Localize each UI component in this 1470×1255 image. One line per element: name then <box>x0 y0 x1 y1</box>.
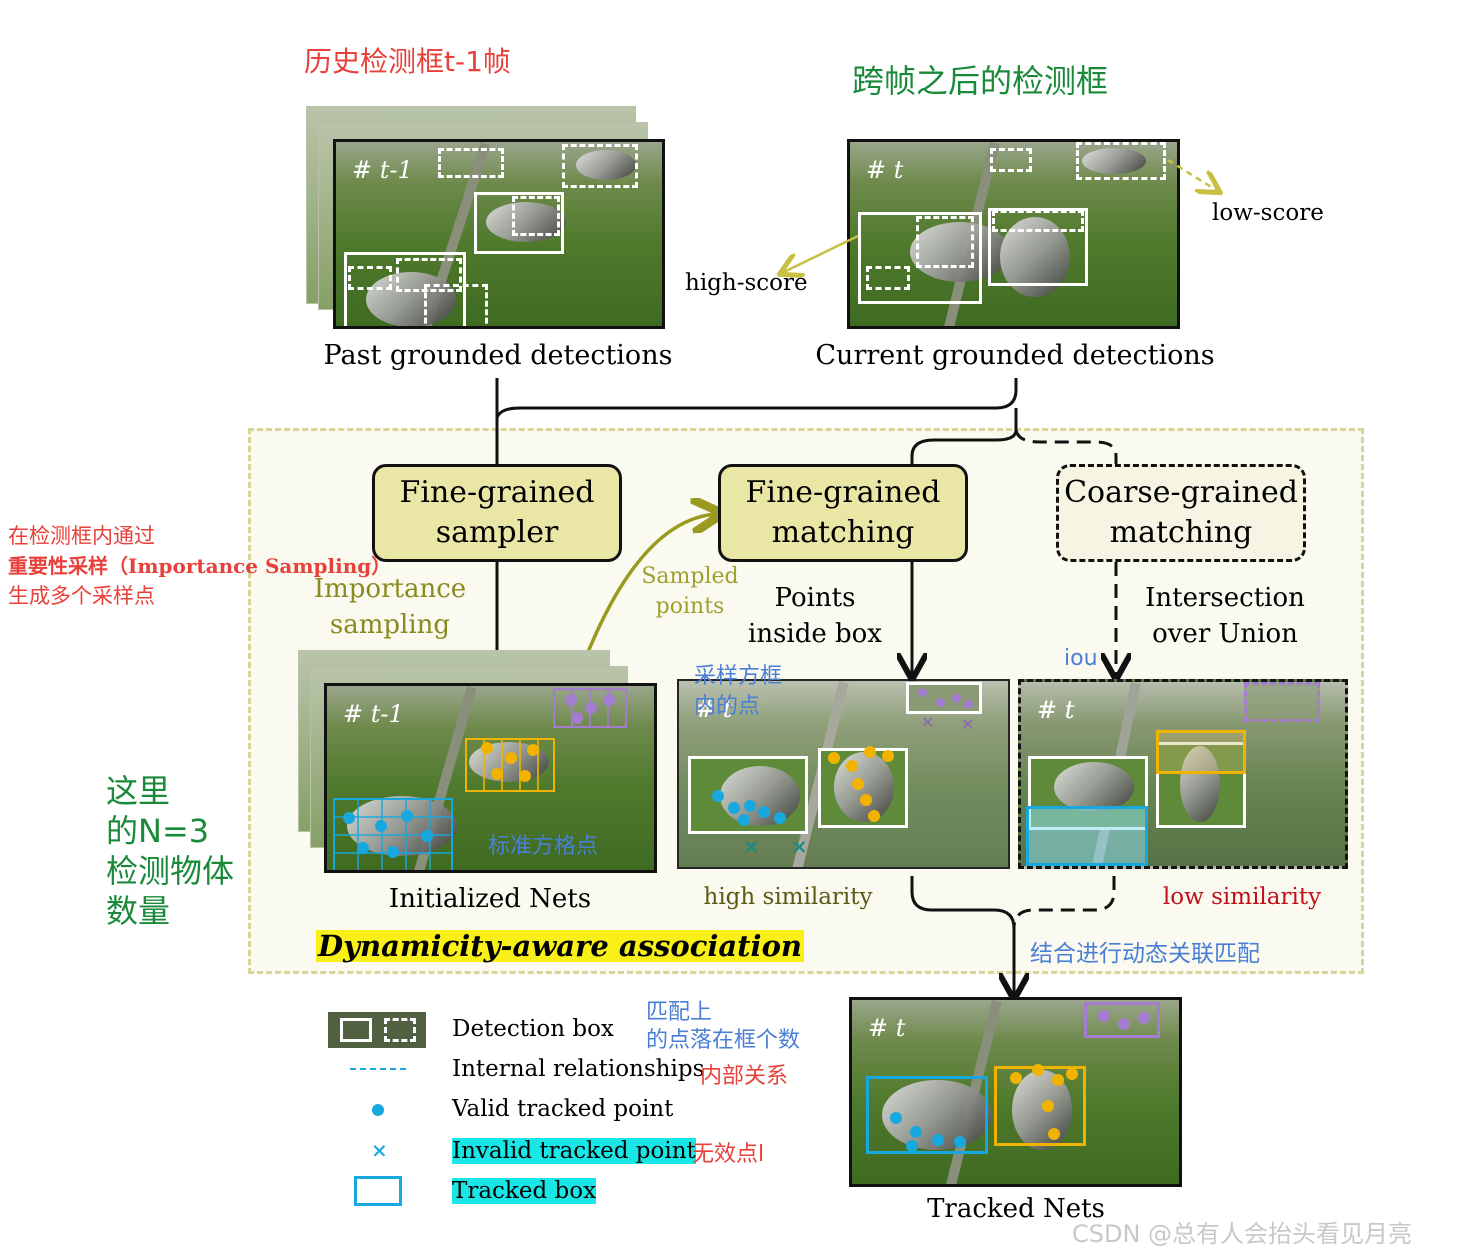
sampled-label-1: Sampled <box>641 564 739 589</box>
sampler-note-1: 在检测框内通过 <box>8 524 155 548</box>
fine-matching-node-label: Fine-grained matching <box>745 475 941 550</box>
legend-detection-box-label: Detection box <box>452 1016 614 1042</box>
n-note-1: 这里 <box>106 772 171 810</box>
coarse-matching-node-label: Coarse-grained matching <box>1064 475 1298 550</box>
n-note-4: 数量 <box>106 892 171 930</box>
iou-label-1: Intersection <box>1145 583 1305 613</box>
coarse-frame-label: # t <box>1037 696 1075 724</box>
sampled-label-2: points <box>655 594 725 619</box>
legend-invalid-icon: × <box>371 1138 388 1162</box>
sampler-note-3: 生成多个采样点 <box>8 584 155 608</box>
legend-internal-icon <box>350 1068 406 1070</box>
low-similarity-label: low similarity <box>1162 884 1322 910</box>
after-annotation: 跨帧之后的检测框 <box>852 62 1109 100</box>
legend-internal-label: Internal relationships <box>452 1056 705 1082</box>
tracked-frame-label: # t <box>868 1014 906 1042</box>
points-in-box-annotation-2: 内的点 <box>694 694 761 719</box>
coarse-tracked-cyan <box>1026 806 1148 866</box>
past-frame-label: # t-1 <box>352 156 413 184</box>
initialized-caption: Initialized Nets <box>388 884 592 914</box>
importance-label-1: Importance <box>313 574 467 604</box>
fine-frame-label: # t <box>695 695 733 723</box>
current-caption: Current grounded detections <box>815 340 1215 371</box>
high-similarity-label: high similarity <box>703 884 873 910</box>
iou-annotation: iou <box>1064 646 1098 671</box>
coarse-box-3 <box>1244 682 1320 722</box>
tracked-caption: Tracked Nets <box>927 1194 1105 1224</box>
legend-tracked-box-icon <box>354 1176 402 1206</box>
init-frame-label: # t-1 <box>343 700 404 728</box>
n-note-3: 检测物体 <box>106 852 235 890</box>
internal-annotation: 内部关系 <box>700 1064 789 1089</box>
legend-valid-icon <box>372 1104 384 1116</box>
coarse-grained-matching-node: Coarse-grained matching <box>1056 464 1306 562</box>
past-frame: # t-1 <box>333 139 665 329</box>
points-in-box-annotation-1: 采样方框 <box>694 664 783 689</box>
past-caption: Past grounded detections <box>323 340 673 371</box>
n-note-2: 的N=3 <box>106 812 210 850</box>
fine-grained-sampler-node: Fine-grained sampler <box>372 464 622 562</box>
grid-points-annotation: 标准方格点 <box>488 834 599 859</box>
importance-label-2: sampling <box>329 610 451 640</box>
current-frame: # t <box>847 139 1180 329</box>
low-score-label: low-score <box>1212 200 1324 226</box>
sampler-note-2: 重要性采样（Importance Sampling） <box>8 554 392 578</box>
legend-valid-label: Valid tracked point <box>452 1096 674 1122</box>
watermark: CSDN @总有人会抬头看见月亮 <box>1072 1220 1413 1248</box>
tracked-nets-frame: # t <box>849 997 1182 1187</box>
legend-tracked-box-label: Tracked box <box>452 1178 597 1204</box>
coarse-tracked-orange <box>1156 730 1246 774</box>
combine-annotation: 结合进行动态关联匹配 <box>1030 941 1260 967</box>
match-count-annotation-1: 匹配上 <box>646 1000 713 1025</box>
sampler-node-label: Fine-grained sampler <box>399 475 595 550</box>
inside-label-1: Points <box>774 583 856 613</box>
inside-label-2: inside box <box>748 619 882 649</box>
fine-box-3 <box>906 682 982 714</box>
fine-grained-matching-node: Fine-grained matching <box>718 464 968 562</box>
current-frame-label: # t <box>866 156 904 184</box>
iou-label-2: over Union <box>1152 619 1298 649</box>
legend-invalid-label: Invalid tracked point <box>452 1138 696 1164</box>
match-count-annotation-2: 的点落在框个数 <box>646 1028 801 1053</box>
initialized-nets-frame: # t-1 <box>324 683 657 873</box>
history-annotation: 历史检测框t-1帧 <box>304 45 511 78</box>
region-title: Dynamicity-aware association <box>316 929 804 963</box>
legend-detection-box-icon <box>328 1012 426 1048</box>
invalid-annotation: 无效点l <box>692 1142 765 1167</box>
